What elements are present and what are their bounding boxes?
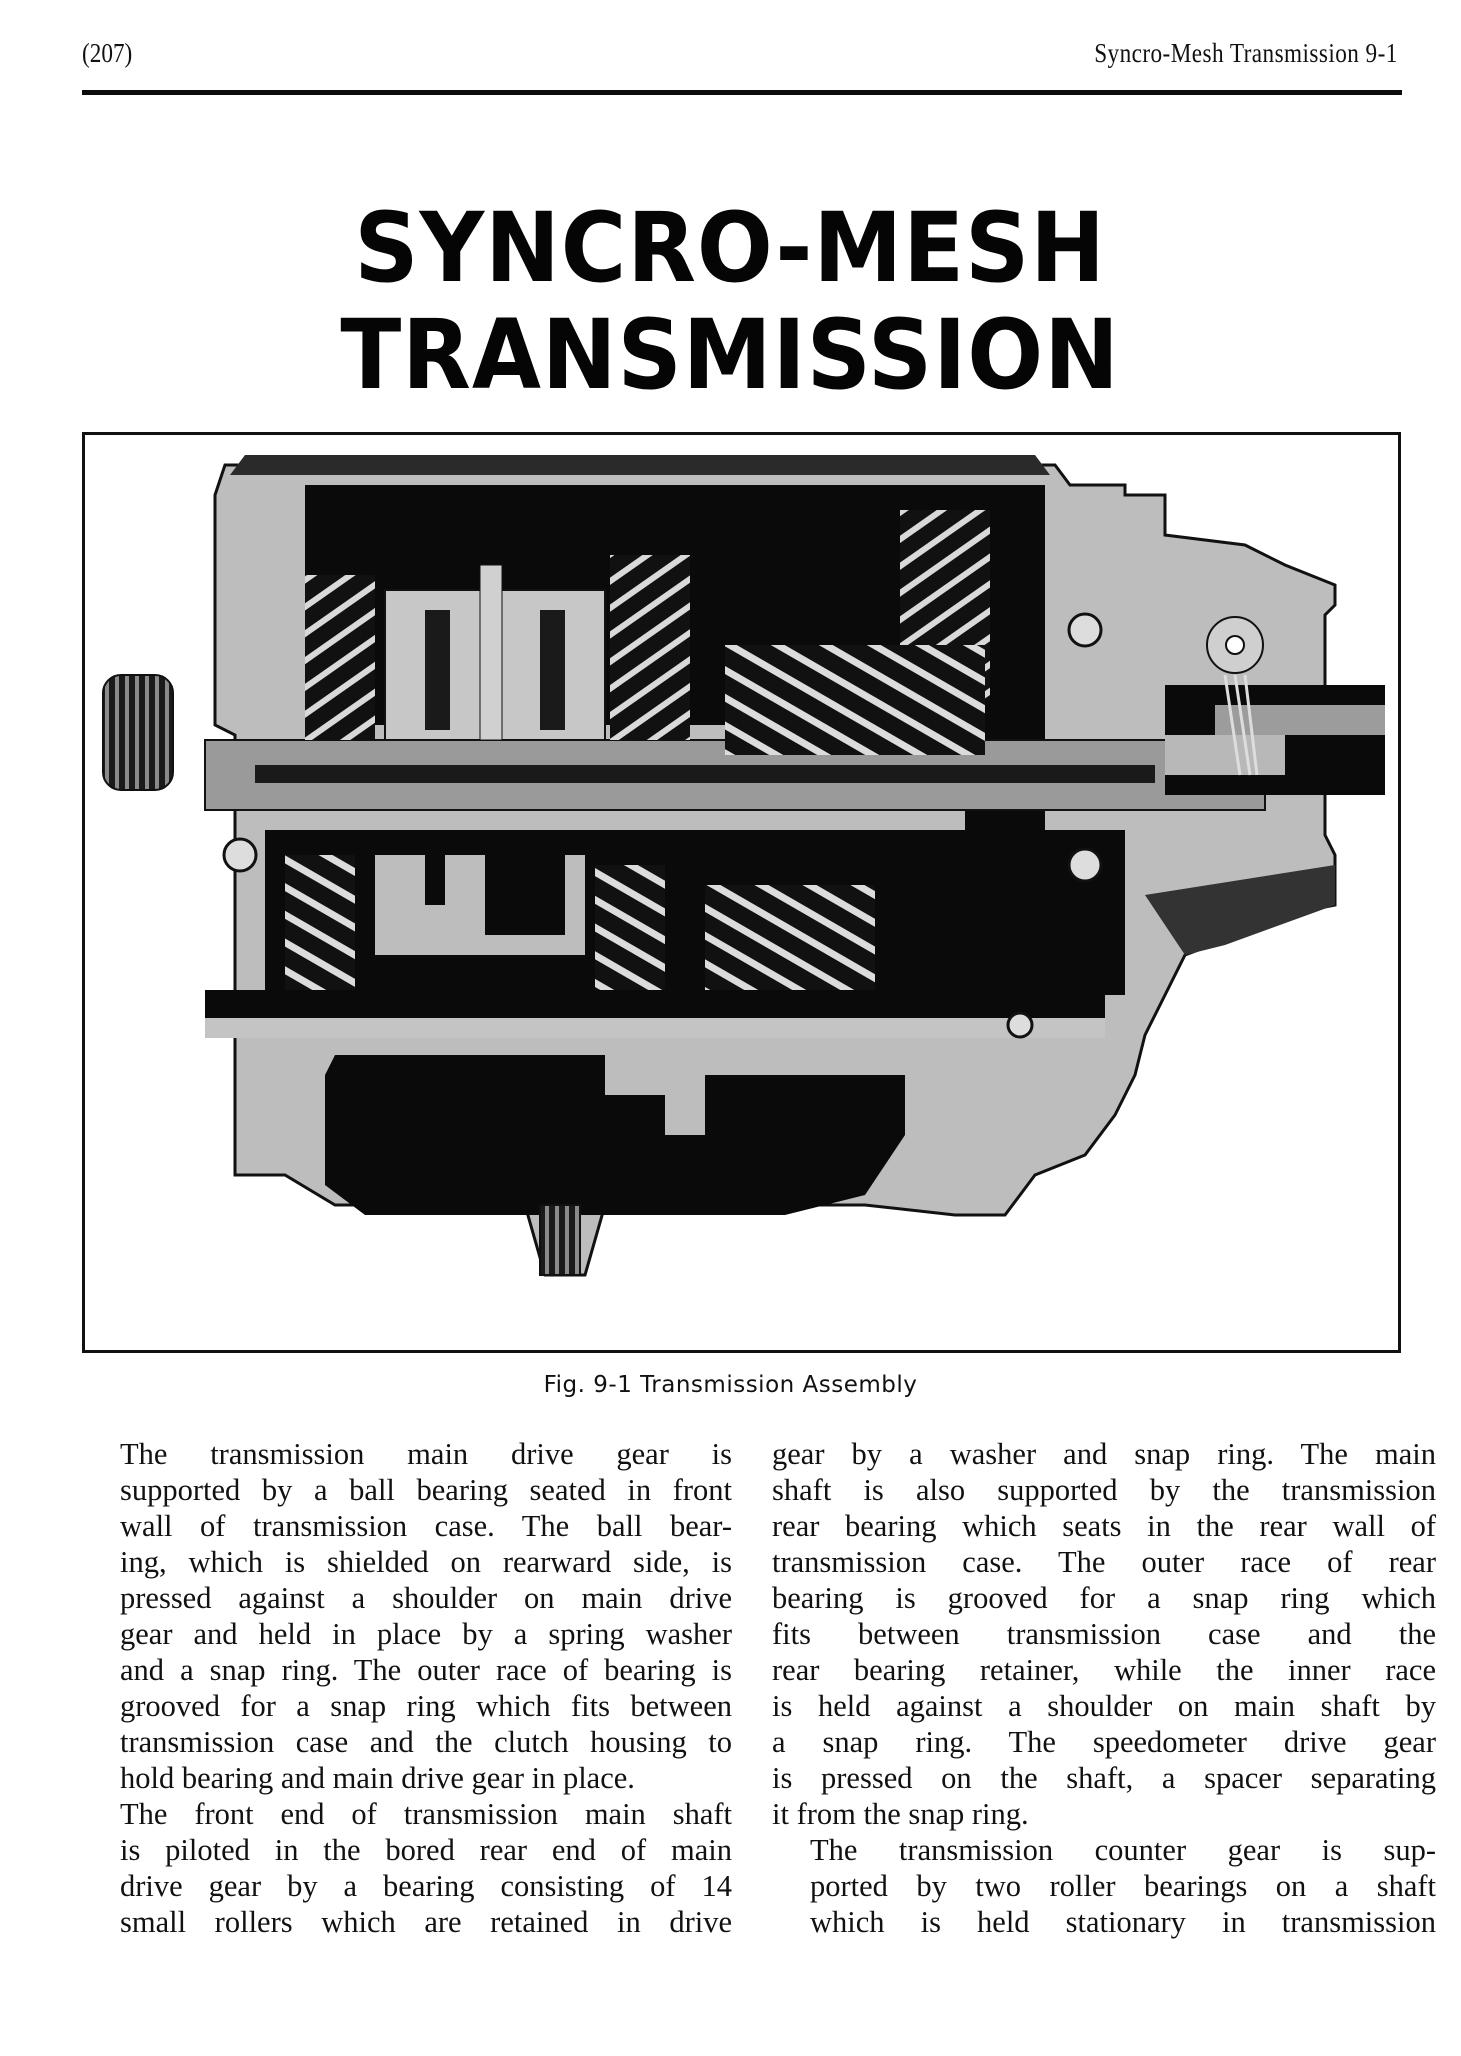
text-line: is piloted in the bored rear end of main bbox=[120, 1833, 732, 1867]
paragraph: The transmission main drive gear is supp… bbox=[82, 1436, 732, 1796]
header-rule bbox=[82, 90, 1402, 95]
text-line: ported by two roller bearings on a shaft bbox=[810, 1869, 1436, 1903]
paragraph: The transmission counter gear is sup- po… bbox=[772, 1832, 1436, 1940]
page-number: (207) bbox=[82, 38, 133, 68]
text-line: is held against a shoulder on main shaft… bbox=[772, 1689, 1436, 1723]
text-line: supported by a ball bearing seated in fr… bbox=[120, 1473, 732, 1507]
text-line: bearing is grooved for a snap ring which bbox=[772, 1581, 1436, 1615]
text-line: rear bearing retainer, while the inner r… bbox=[772, 1653, 1436, 1687]
text-line: fits between transmission case and the bbox=[772, 1617, 1436, 1651]
text-line: small rollers which are retained in driv… bbox=[120, 1905, 732, 1939]
text-line: a snap ring. The speedometer drive gear bbox=[772, 1725, 1436, 1759]
paragraph-continued: gear by a washer and snap ring. The main… bbox=[772, 1436, 1436, 1832]
figure-caption: Fig. 9-1 Transmission Assembly bbox=[543, 1372, 918, 1398]
text-line: drive gear by a bearing consisting of 14 bbox=[120, 1869, 732, 1903]
text-line: The transmission counter gear is sup- bbox=[810, 1833, 1436, 1867]
chapter-title-line-2: TRANSMISSION bbox=[340, 299, 1121, 411]
left-column: The transmission main drive gear is supp… bbox=[82, 1436, 732, 1940]
text-line: gear and held in place by a spring washe… bbox=[120, 1617, 732, 1651]
right-column: gear by a washer and snap ring. The main… bbox=[772, 1436, 1436, 1940]
text-line: transmission case. The outer race of rea… bbox=[772, 1545, 1436, 1579]
text-line: it from the snap ring. bbox=[772, 1797, 1029, 1831]
section-header: Syncro-Mesh Transmission 9-1 bbox=[1094, 38, 1398, 68]
text-line: wall of transmission case. The ball bear… bbox=[120, 1509, 732, 1543]
text-line: shaft is also supported by the transmiss… bbox=[772, 1473, 1436, 1507]
figure-frame bbox=[82, 432, 1401, 1353]
text-line: rear bearing which seats in the rear wal… bbox=[772, 1509, 1436, 1543]
transmission-cutaway-illustration bbox=[102, 455, 1385, 1277]
text-line: The front end of transmission main shaft bbox=[120, 1797, 732, 1831]
paragraph: The front end of transmission main shaft… bbox=[82, 1796, 732, 1940]
text-line: hold bearing and main drive gear in plac… bbox=[120, 1761, 635, 1795]
running-head: (207) Syncro-Mesh Transmission 9-1 bbox=[82, 38, 1398, 88]
text-line: and a snap ring. The outer race of beari… bbox=[120, 1653, 732, 1687]
text-line: gear by a washer and snap ring. The main bbox=[772, 1437, 1436, 1471]
chapter-title-line-1: SYNCRO-MESH bbox=[354, 192, 1107, 304]
text-line: is pressed on the shaft, a spacer separa… bbox=[772, 1761, 1436, 1795]
text-line: ing, which is shielded on rearward side,… bbox=[120, 1545, 732, 1579]
text-line: which is held stationary in transmission bbox=[810, 1905, 1436, 1939]
text-line: grooved for a snap ring which fits betwe… bbox=[120, 1689, 732, 1723]
text-line: The transmission main drive gear is bbox=[120, 1437, 732, 1471]
text-line: transmission case and the clutch housing… bbox=[120, 1725, 732, 1759]
text-line: pressed against a shoulder on main drive bbox=[120, 1581, 732, 1615]
